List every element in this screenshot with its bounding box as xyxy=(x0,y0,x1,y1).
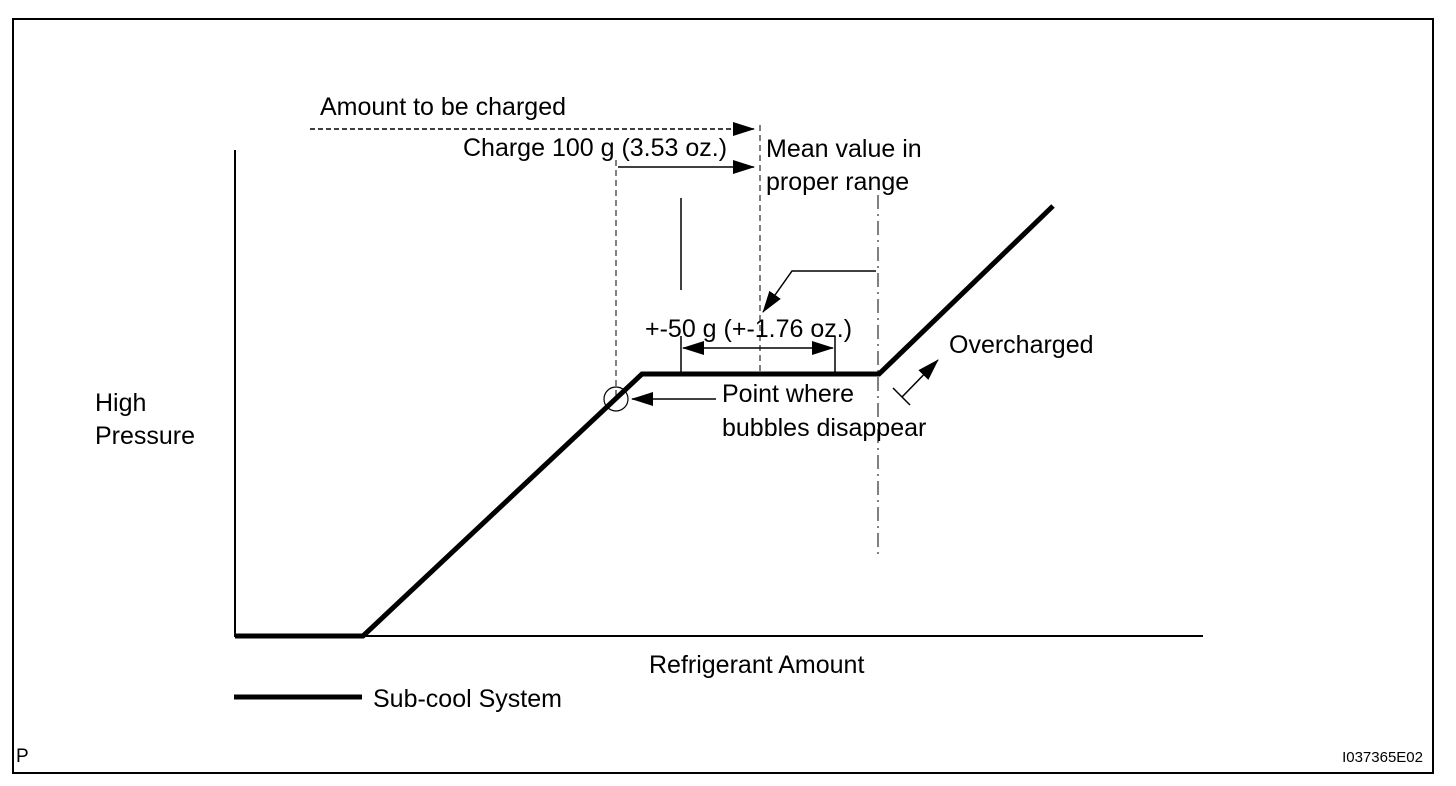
overcharged-arrow xyxy=(901,359,939,398)
y-axis-label-1: High xyxy=(95,389,146,417)
x-axis-label: Refrigerant Amount xyxy=(649,651,864,679)
subcool-curve xyxy=(235,204,1055,639)
mean-value-leader-arrow xyxy=(762,270,876,313)
figure-frame xyxy=(12,18,1434,774)
label-charge-100g: Charge 100 g (3.53 oz.) xyxy=(463,134,727,162)
label-plus-minus-50g: +-50 g (+-1.76 oz.) xyxy=(645,315,852,343)
overcharged-arrow-tail xyxy=(892,387,911,406)
legend-subcool-label: Sub-cool System xyxy=(373,685,562,713)
bubbles-point-circle xyxy=(603,386,629,412)
label-bubbles-disappear: bubbles disappear xyxy=(722,414,926,442)
label-amount-to-be-charged: Amount to be charged xyxy=(320,93,566,121)
figure-id-label: I037365E02 xyxy=(1342,749,1423,766)
label-mean-value-2: proper range xyxy=(766,168,909,196)
label-mean-value-1: Mean value in xyxy=(766,135,922,163)
label-point-where: Point where xyxy=(722,380,854,408)
corner-p-label: P xyxy=(16,746,29,767)
y-axis-label-2: Pressure xyxy=(95,422,195,450)
label-overcharged: Overcharged xyxy=(949,331,1094,359)
